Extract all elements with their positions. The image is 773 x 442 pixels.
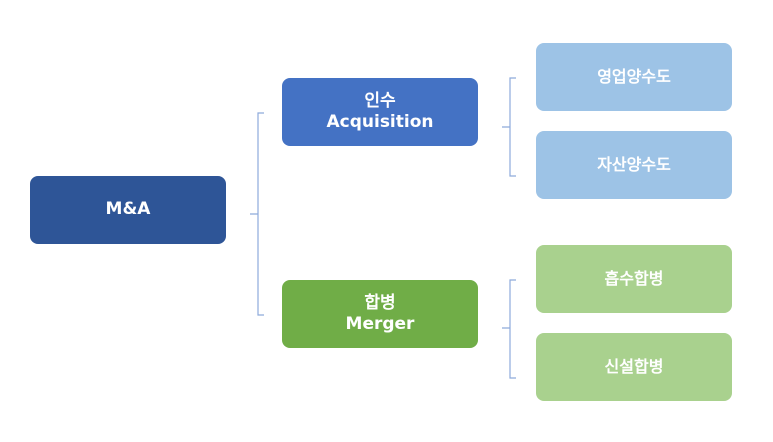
merger-bracket [502,279,516,379]
leaf-node-asset-transfer: 자산양수도 [536,131,732,199]
leaf-node-consolidation-merger: 신설합병 [536,333,732,401]
leaf-node-absorption-merger: 흡수합병 [536,245,732,313]
leaf-label: 흡수합병 [604,269,664,288]
root-node-label: M&A [105,199,151,220]
acquisition-label-en: Acquisition [326,112,434,132]
leaf-label: 신설합병 [604,357,664,376]
merger-label-en: Merger [345,314,415,334]
acquisition-label-ko: 인수 [364,90,396,111]
root-node-ma: M&A [30,176,226,244]
branch-node-merger: 합병 Merger [282,280,478,348]
acquisition-bracket [502,77,516,177]
leaf-node-business-transfer: 영업양수도 [536,43,732,111]
merger-label-ko: 합병 [364,292,396,313]
leaf-label: 영업양수도 [597,67,671,86]
leaf-label: 자산양수도 [597,155,671,174]
branch-node-acquisition: 인수 Acquisition [282,78,478,146]
root-bracket [250,112,264,316]
